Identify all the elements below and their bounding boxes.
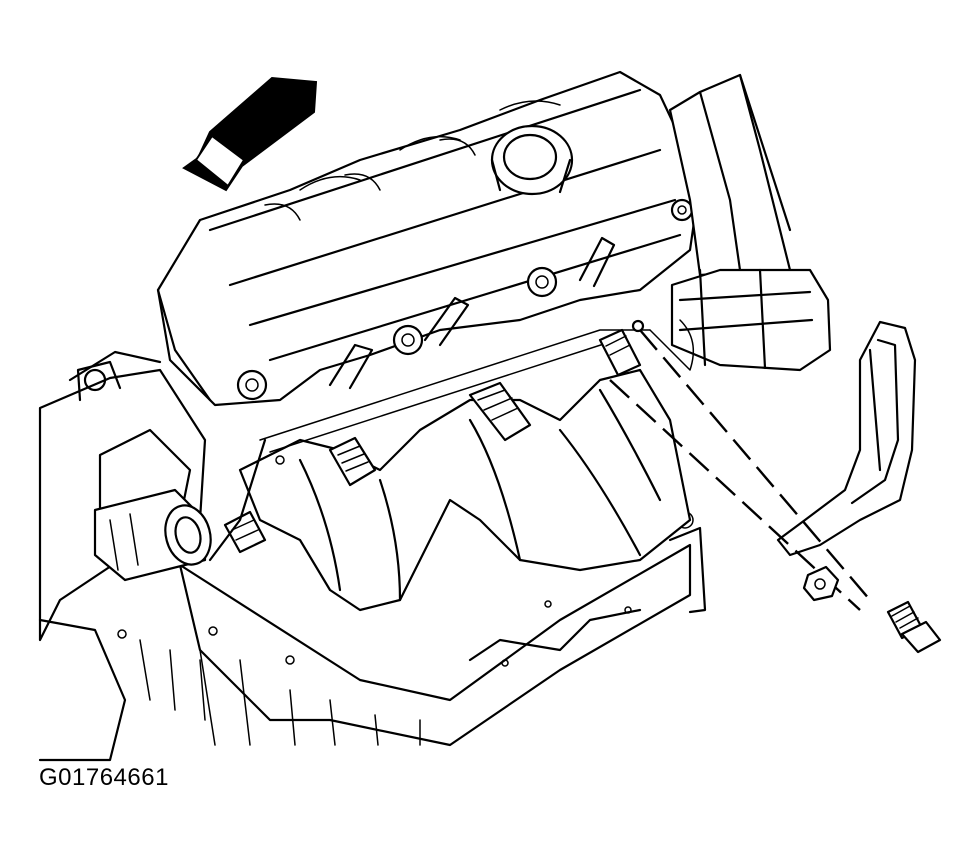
support-bracket	[776, 320, 917, 557]
connector	[468, 381, 532, 442]
bolt	[886, 600, 942, 654]
valve-cover	[156, 70, 702, 407]
manifold	[208, 328, 692, 612]
coolant-tube	[93, 488, 212, 582]
front-direction-arrow-icon	[182, 76, 318, 192]
cover-bolt	[236, 369, 268, 401]
nut	[802, 565, 840, 602]
connector	[328, 436, 377, 487]
cover-bolt	[670, 198, 694, 222]
alignment-line	[609, 379, 861, 611]
figure-id-label: G01764661	[39, 764, 169, 791]
cover-bolt	[526, 266, 558, 298]
mount-hole	[631, 319, 645, 333]
intake-duct	[649, 73, 832, 372]
alignment-line	[639, 329, 871, 601]
connector	[598, 328, 642, 377]
cover-bolt	[392, 324, 424, 356]
